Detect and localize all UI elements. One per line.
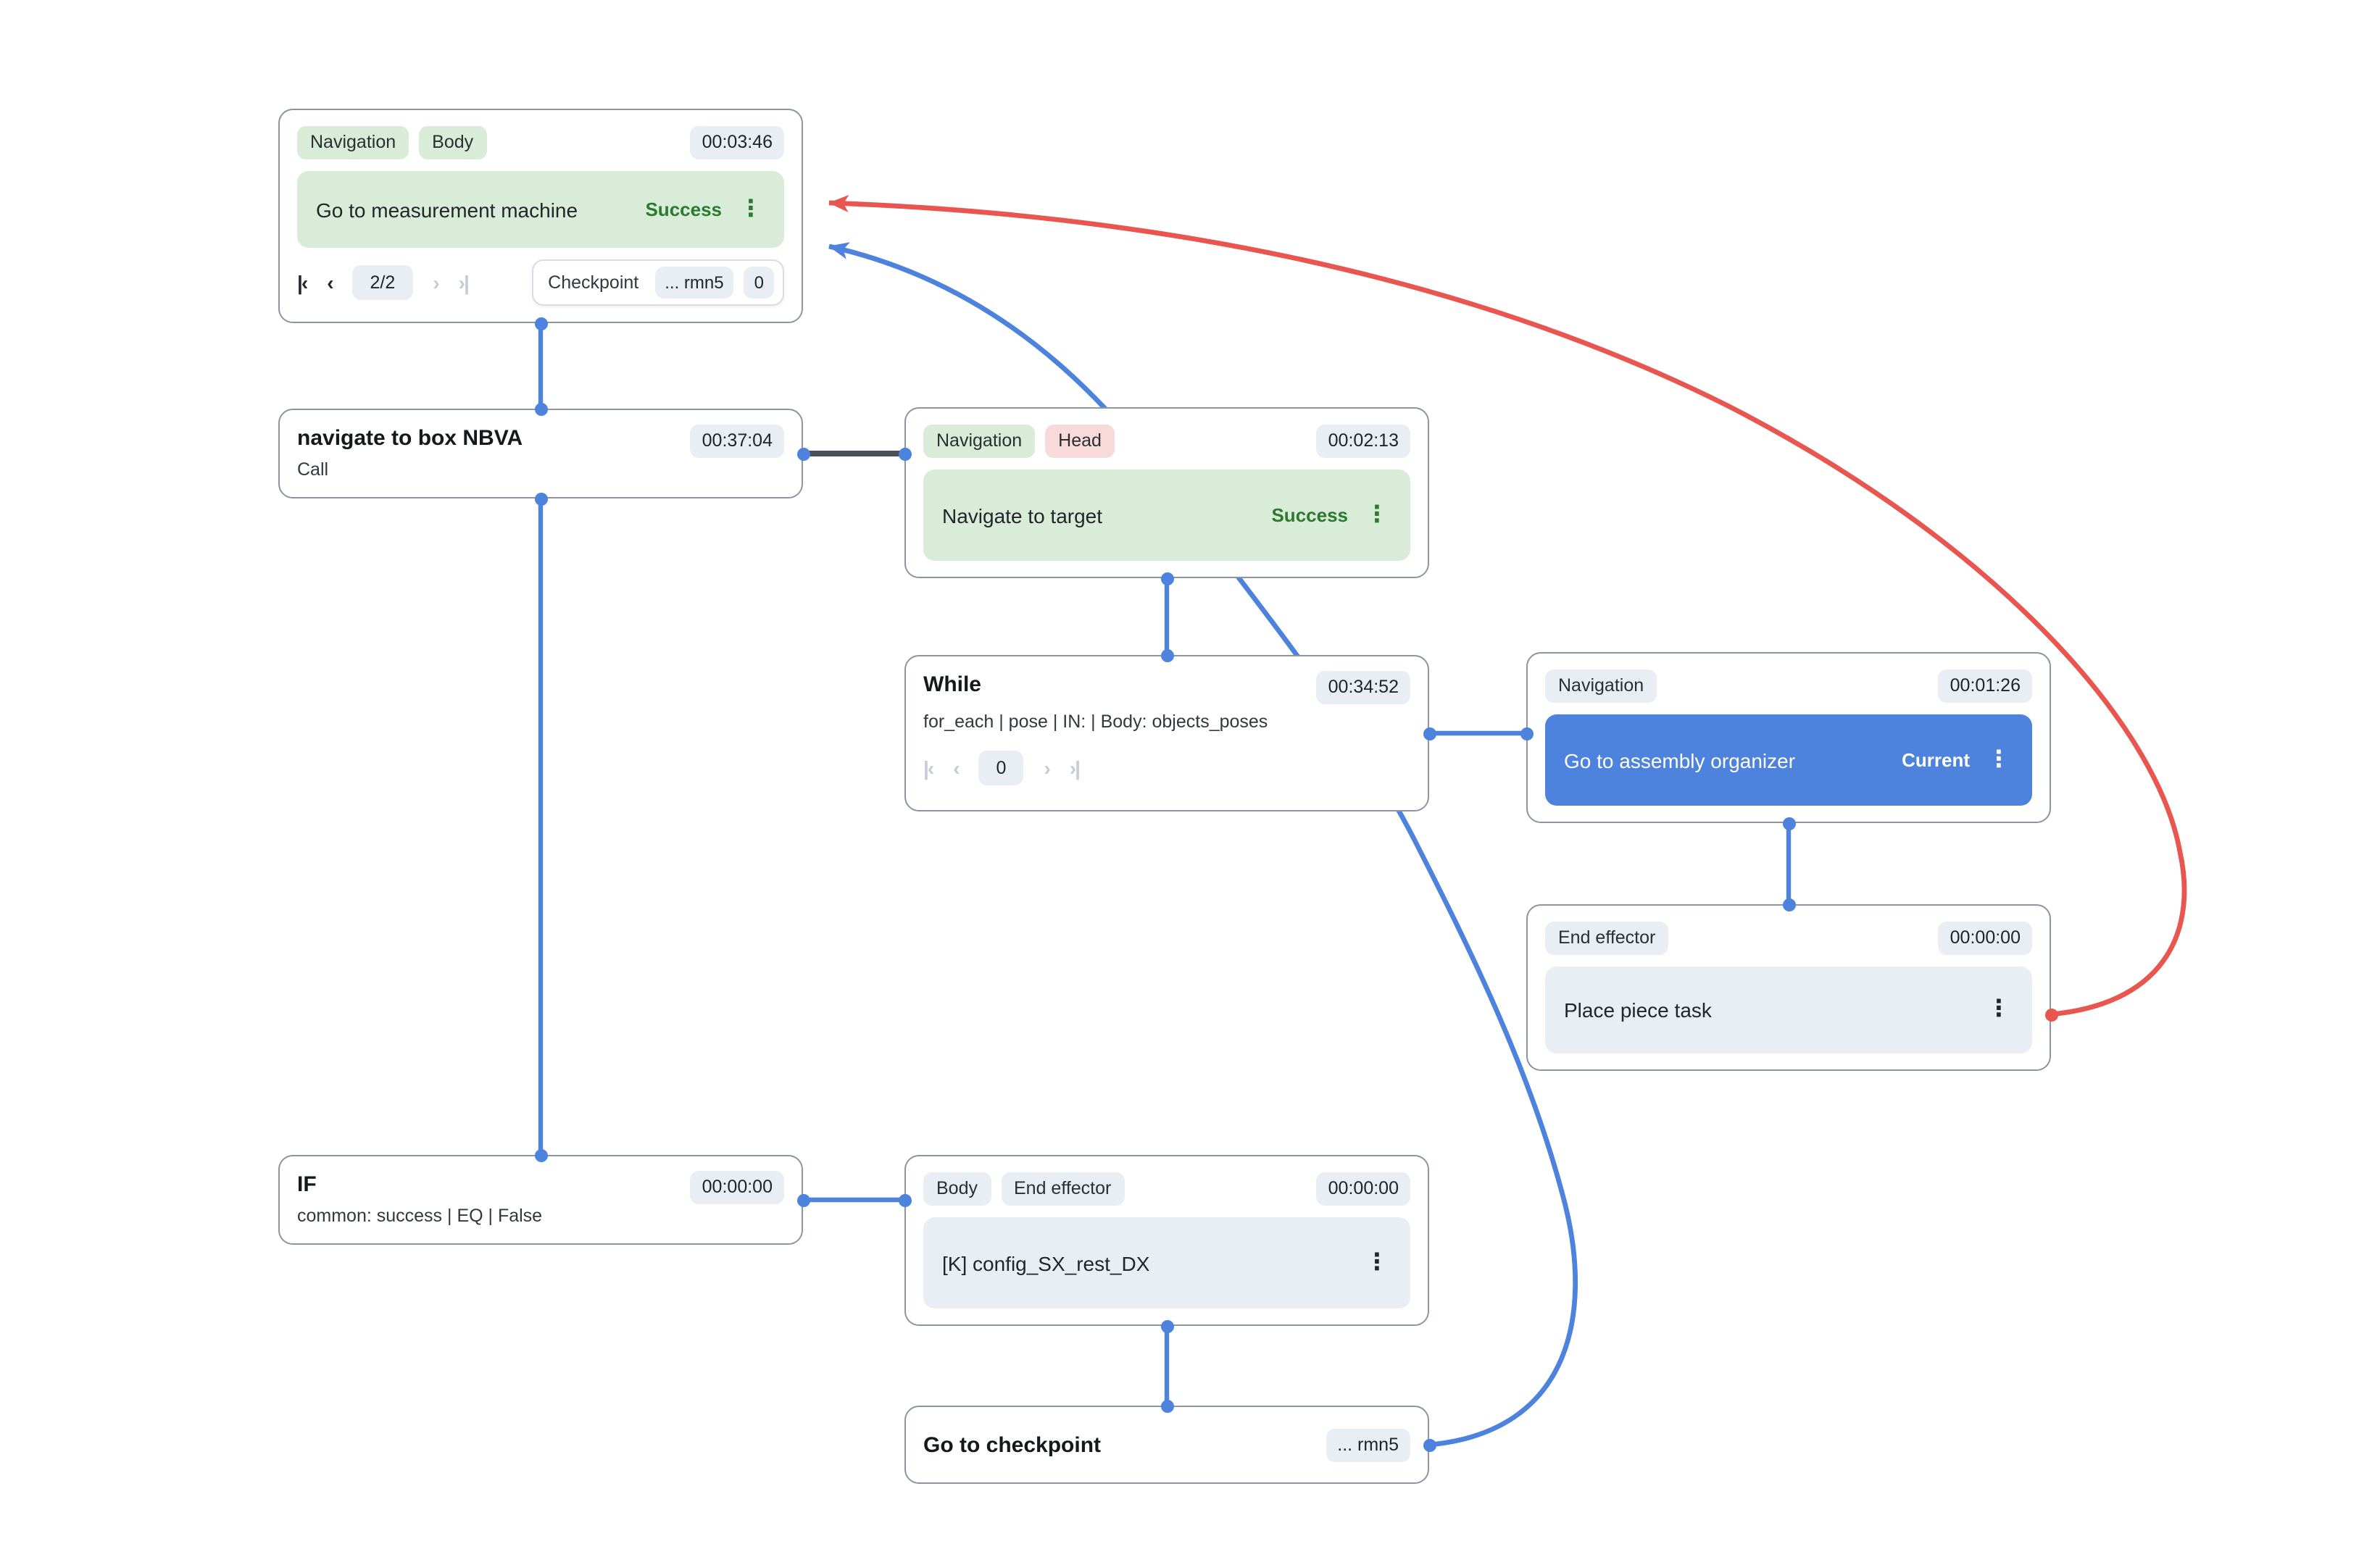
tag-body: Body: [419, 126, 487, 159]
kebab-menu-icon[interactable]: ⋮: [1365, 1250, 1389, 1274]
connection-dot[interactable]: [796, 1193, 810, 1206]
tag-list: Navigation Body: [297, 126, 487, 159]
pager-next-icon[interactable]: ›: [433, 271, 439, 294]
connection-dot[interactable]: [534, 1148, 547, 1161]
pager-first-icon[interactable]: |‹: [297, 271, 308, 294]
tag-head: Head: [1045, 425, 1115, 458]
connection-dot[interactable]: [1520, 727, 1533, 740]
node-header: Navigation Head 00:02:13: [923, 425, 1410, 458]
connection-dot[interactable]: [1160, 648, 1173, 662]
tag-body: Body: [923, 1172, 991, 1206]
node-while[interactable]: While for_each | pose | IN: | Body: obje…: [904, 655, 1429, 811]
node-footer: |‹ ‹ 2/2 › ›| Checkpoint ... rmn5 0: [297, 259, 784, 306]
connection-dot[interactable]: [534, 402, 547, 415]
task-label: Navigate to target: [942, 504, 1103, 527]
node-subtitle: for_each | pose | IN: | Body: objects_po…: [923, 711, 1268, 732]
task-label: Go to measurement machine: [316, 198, 578, 221]
connection-dot[interactable]: [534, 317, 547, 330]
pager-prev-icon[interactable]: ‹: [327, 271, 333, 294]
tag-list: End effector: [1545, 922, 1669, 955]
connection-dot[interactable]: [1160, 572, 1173, 585]
duration-badge: 00:00:00: [1938, 922, 2032, 955]
node-title: Go to checkpoint: [923, 1432, 1102, 1457]
tag-navigation: Navigation: [297, 126, 409, 159]
connection-dot[interactable]: [534, 492, 547, 505]
node-subtitle: common: success | EQ | False: [297, 1205, 543, 1226]
connection-dot[interactable]: [1782, 817, 1795, 830]
checkpoint-control[interactable]: Checkpoint ... rmn5 0: [532, 259, 784, 306]
node-place-piece[interactable]: End effector 00:00:00 Place piece task ⋮: [1526, 904, 2051, 1071]
duration-badge: 00:37:04: [690, 425, 784, 458]
task-row[interactable]: Go to assembly organizer Current ⋮: [1545, 714, 2032, 806]
checkpoint-count-badge: 0: [744, 267, 774, 299]
node-title: IF: [297, 1172, 317, 1197]
connection-dot[interactable]: [1423, 727, 1436, 740]
tag-list: Body End effector: [923, 1172, 1125, 1206]
connection-dot[interactable]: [1782, 898, 1795, 911]
tag-navigation: Navigation: [1545, 669, 1657, 703]
pagination: |‹ ‹ 2/2 › ›|: [297, 265, 470, 300]
pager-page-indicator: 2/2: [352, 265, 413, 300]
node-title: navigate to box NBVA: [297, 426, 523, 451]
node-config[interactable]: Body End effector 00:00:00 [K] config_SX…: [904, 1155, 1429, 1326]
duration-badge: 00:02:13: [1316, 425, 1410, 458]
status-badge: Success: [1271, 504, 1348, 526]
kebab-menu-icon[interactable]: ⋮: [739, 196, 762, 221]
status-badge: Current: [1902, 749, 1970, 771]
pager-prev-icon[interactable]: ‹: [953, 756, 960, 780]
checkpoint-label: Checkpoint: [548, 272, 639, 293]
pager-last-icon[interactable]: ›|: [458, 271, 470, 294]
connection-dot[interactable]: [898, 1193, 911, 1206]
duration-badge: 00:01:26: [1938, 669, 2032, 703]
connection-dot[interactable]: [1160, 1319, 1173, 1332]
task-label: Go to assembly organizer: [1564, 748, 1796, 772]
node-header: Body End effector 00:00:00: [923, 1172, 1410, 1206]
node-subtitle: Call: [297, 459, 329, 480]
node-navigate-target[interactable]: Navigation Head 00:02:13 Navigate to tar…: [904, 407, 1429, 578]
duration-badge: 00:00:00: [690, 1171, 784, 1204]
tag-list: Navigation Head: [923, 425, 1115, 458]
task-row[interactable]: Navigate to target Success ⋮: [923, 470, 1410, 561]
duration-badge: 00:03:46: [690, 126, 784, 159]
tag-list: Navigation: [1545, 669, 1657, 703]
node-if[interactable]: IF common: success | EQ | False 00:00:00: [278, 1155, 803, 1245]
kebab-menu-icon[interactable]: ⋮: [1987, 747, 2010, 772]
pager-last-icon[interactable]: ›|: [1069, 756, 1081, 780]
connection-dot[interactable]: [796, 447, 810, 460]
connection-dot[interactable]: [1160, 1399, 1173, 1412]
node-header: Navigation 00:01:26: [1545, 669, 2032, 703]
pager-next-icon[interactable]: ›: [1044, 756, 1050, 780]
kebab-menu-icon[interactable]: ⋮: [1365, 502, 1389, 527]
tag-end-effector: End effector: [1545, 922, 1669, 955]
task-label: [K] config_SX_rest_DX: [942, 1251, 1150, 1274]
status-badge: Success: [645, 199, 722, 220]
edge-return-red: [828, 194, 2187, 1017]
connection-dot-red[interactable]: [2044, 1008, 2057, 1021]
node-measurement-machine[interactable]: Navigation Body 00:03:46 Go to measureme…: [278, 109, 803, 323]
connection-dot[interactable]: [898, 447, 911, 460]
checkpoint-id-badge: ... rmn5: [654, 267, 734, 299]
task-row[interactable]: [K] config_SX_rest_DX ⋮: [923, 1217, 1410, 1309]
task-row[interactable]: Place piece task ⋮: [1545, 967, 2032, 1053]
duration-badge: 00:34:52: [1316, 671, 1410, 704]
node-assembly-organizer[interactable]: Navigation 00:01:26 Go to assembly organ…: [1526, 652, 2051, 823]
node-title: While: [923, 672, 981, 697]
duration-badge: 00:00:00: [1316, 1172, 1410, 1206]
checkpoint-id-badge: ... rmn5: [1326, 1428, 1410, 1461]
tag-end-effector: End effector: [1001, 1172, 1125, 1206]
pager-first-icon[interactable]: |‹: [923, 756, 934, 780]
connection-dot[interactable]: [1423, 1438, 1436, 1451]
pagination: |‹ ‹ 0 › ›|: [923, 751, 1410, 785]
tag-navigation: Navigation: [923, 425, 1036, 458]
task-row[interactable]: Go to measurement machine Success ⋮: [297, 171, 784, 248]
node-navigate-box[interactable]: navigate to box NBVA Call 00:37:04: [278, 409, 803, 498]
kebab-menu-icon[interactable]: ⋮: [1987, 997, 2010, 1022]
node-header: Navigation Body 00:03:46: [297, 126, 784, 159]
pager-page-indicator: 0: [978, 751, 1024, 785]
node-header: End effector 00:00:00: [1545, 922, 2032, 955]
node-go-to-checkpoint[interactable]: Go to checkpoint ... rmn5: [904, 1406, 1429, 1484]
task-label: Place piece task: [1564, 998, 1712, 1022]
edge-loop-blue: [828, 242, 1578, 1448]
